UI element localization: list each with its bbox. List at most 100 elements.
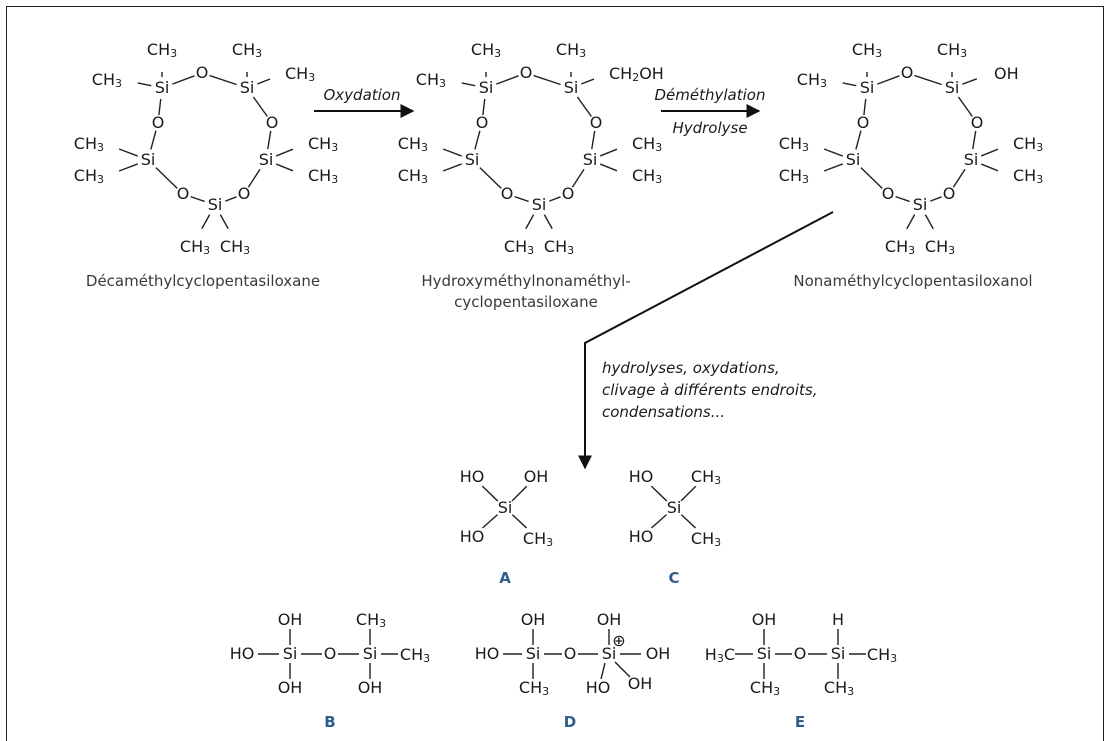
silicon-atom: Si [583, 150, 598, 169]
oxygen-atom: O [971, 113, 984, 132]
bond [461, 82, 476, 87]
bond [275, 163, 294, 172]
hydroxyl-label: OH [278, 678, 303, 697]
bond [614, 661, 631, 678]
label-B: B [324, 713, 335, 731]
bond [650, 485, 668, 502]
ch3-label: CH3 [285, 64, 315, 85]
hydroxyl-label: HO [230, 644, 255, 663]
bond [256, 78, 271, 85]
oxygen-atom: O [794, 644, 807, 663]
bond [442, 148, 462, 157]
bond [267, 130, 272, 150]
ch3-label: CH3 [544, 237, 574, 258]
ch3-label: CH3 [779, 134, 809, 155]
silicon-atom: Si [141, 150, 156, 169]
label-oxydation: Oxydation [323, 86, 400, 104]
oxygen-atom: O [501, 184, 514, 203]
hydroxyl-label: OH [278, 610, 303, 629]
label-D: D [564, 713, 576, 731]
bond [533, 74, 561, 86]
ch3-label: CH3 [308, 134, 338, 155]
label-step3-line2: clivage à différents endroits, [602, 381, 817, 399]
bond [479, 167, 502, 189]
silicon-atom: Si [831, 644, 846, 663]
oxygen-atom: O [476, 113, 489, 132]
bond [823, 148, 843, 157]
ch3-label: CH3 [232, 40, 262, 61]
bond [680, 514, 697, 529]
hydroxyl-label: OH [524, 467, 549, 486]
label-E: E [795, 713, 805, 731]
oxygen-atom: O [590, 113, 603, 132]
bond [496, 75, 519, 85]
oxygen-atom: O [901, 63, 914, 82]
hydroxyl-label: HO [629, 467, 654, 486]
silicon-atom: Si [526, 644, 541, 663]
ch3-label: CH3 [885, 237, 915, 258]
bond [823, 163, 843, 172]
ch3-label: CH3 [416, 70, 446, 91]
ch3-label: CH3 [471, 40, 501, 61]
ch3-label: CH3 [92, 70, 122, 91]
ch3-label: CH3 [691, 529, 721, 550]
oxygen-atom: O [857, 113, 870, 132]
ch3-label: CH3 [1013, 134, 1043, 155]
bond [190, 195, 205, 203]
bond [118, 163, 138, 172]
bond [118, 148, 138, 157]
ch3-label: CH3 [147, 40, 177, 61]
label-demethylation: Déméthylation [655, 86, 766, 104]
silicon-atom: Si [363, 644, 378, 663]
hydroxyl-label: OH [628, 674, 653, 693]
bond [150, 130, 157, 150]
ch2oh-label: CH2OH [609, 64, 664, 85]
bond [952, 168, 966, 188]
bond [599, 148, 618, 157]
label-step3-line3: condensations... [602, 403, 725, 421]
bond [543, 214, 553, 230]
oxygen-atom: O [152, 113, 165, 132]
bond [247, 168, 261, 188]
ch3-label: CH3 [308, 166, 338, 187]
ch3-label: CH3 [519, 678, 549, 699]
oxygen-atom: O [177, 184, 190, 203]
silicon-atom: Si [913, 195, 928, 214]
positive-charge-icon: ⊕ [612, 631, 625, 650]
hydroxyl-label: OH [994, 64, 1019, 83]
bond [972, 130, 977, 150]
bond [219, 214, 229, 230]
hydroxyl-label: OH [752, 610, 777, 629]
oxygen-atom: O [520, 63, 533, 82]
bond [600, 662, 606, 680]
bond [962, 78, 978, 85]
hydroxyl-label: HO [460, 467, 485, 486]
bond [275, 148, 294, 157]
oxygen-atom: O [564, 644, 577, 663]
bond [877, 75, 900, 85]
hydroxyl-label: OH [597, 610, 622, 629]
label-A: A [499, 569, 511, 587]
ch3-label: CH3 [937, 40, 967, 61]
label-hydrolyse: Hydrolyse [672, 119, 747, 137]
ch3-label: CH3 [632, 166, 662, 187]
ch3-label: CH3 [398, 166, 428, 187]
silicon-atom: Si [945, 78, 960, 97]
oxygen-atom: O [943, 184, 956, 203]
ch3-label: CH3 [220, 237, 250, 258]
silicon-atom: Si [532, 195, 547, 214]
ch3-label: CH3 [867, 645, 897, 666]
silicon-atom: Si [283, 644, 298, 663]
silicon-atom: Si [964, 150, 979, 169]
ch3-label: CH3 [779, 166, 809, 187]
bond [514, 195, 529, 203]
bond [576, 96, 592, 117]
compound-name-1: Décaméthylcyclopentasiloxane [86, 272, 320, 290]
